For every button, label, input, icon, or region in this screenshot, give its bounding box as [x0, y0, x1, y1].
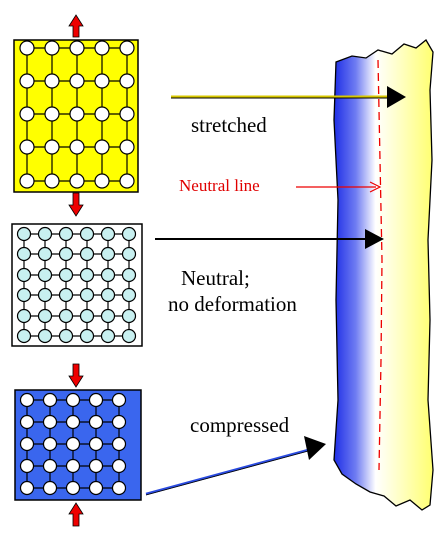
- neutral-line-label: Neutral line: [179, 176, 260, 195]
- compress-arrow-top: [68, 363, 84, 388]
- neutral-grid: [11, 223, 143, 347]
- stretched-label: stretched: [191, 113, 267, 137]
- compressed-pointer-arrow: [145, 436, 326, 496]
- compress-arrow-bottom: [68, 502, 84, 527]
- neutral-label: Neutral;: [181, 266, 250, 290]
- stretch-arrow-bottom: [68, 192, 84, 217]
- neutral-line-pointer-arrow: [296, 181, 382, 193]
- stretched-grid: [13, 39, 139, 193]
- stretched-pointer-arrow: [171, 86, 406, 108]
- no-deformation-label: no deformation: [168, 292, 297, 316]
- compressed-label: compressed: [190, 413, 290, 437]
- bent-beam: [333, 39, 434, 511]
- compressed-grid: [14, 389, 142, 501]
- stretch-arrow-top: [68, 14, 84, 38]
- neutral-dashed-line: [377, 59, 383, 471]
- neutral-pointer-arrow: [155, 229, 384, 249]
